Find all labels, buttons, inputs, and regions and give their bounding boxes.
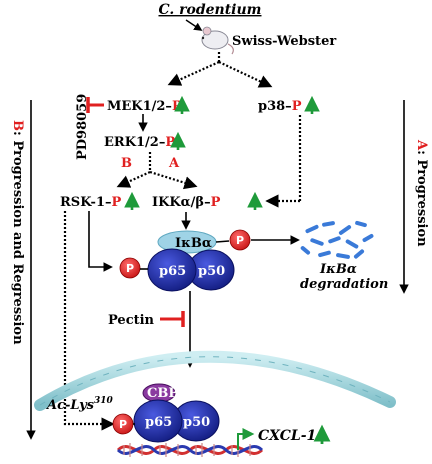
nuclear-membrane-pores <box>39 356 391 406</box>
ikba-p-link <box>215 240 230 243</box>
branch-a-label: A <box>168 156 180 171</box>
rsk-to-p65-arrow <box>88 211 113 272</box>
erk-to-ikk-arrow <box>149 170 198 190</box>
mouse-strain-label: Swiss-Webster <box>232 34 336 49</box>
p65-protein <box>147 248 197 292</box>
p38-label: p38–P <box>258 99 302 114</box>
cbp-label: CBP <box>147 386 178 401</box>
transcription-start-arrow <box>237 428 255 450</box>
nuclear-p50-label: p50 <box>183 415 210 430</box>
ikk-label: IKKα/β–P <box>152 195 221 210</box>
ac-lys-label: Ac-Lys310 <box>45 396 113 413</box>
erk-label: ERK1/2–P <box>104 135 175 150</box>
p-circle-p65 <box>119 257 141 279</box>
p-ikba-label: P <box>236 234 244 247</box>
erk-to-rsk-arrow <box>116 170 151 188</box>
ikba-degradation-fragments <box>300 220 374 259</box>
nuclear-p65-label: p65 <box>145 415 172 430</box>
organism-title: C. rodentium <box>158 2 261 18</box>
mouse-icon <box>201 26 234 55</box>
pectin-label: Pectin <box>108 313 155 328</box>
p65-label: p65 <box>159 264 186 279</box>
rsk-to-nucleus-arrow <box>63 211 115 431</box>
p50-label: p50 <box>198 264 225 279</box>
mouse-to-mek-arrow <box>167 60 220 86</box>
branch-b-label: B <box>121 156 132 171</box>
ikba-degradation-label-1: IκBα <box>319 262 357 277</box>
mek-label: MEK1/2–P <box>107 99 182 114</box>
p-nuclear-label: P <box>119 418 127 431</box>
dna-helix <box>116 443 264 457</box>
organism-to-mouse-arrow <box>185 19 203 31</box>
nuclear-p65-protein <box>133 399 183 443</box>
p-circle-ikba <box>229 229 251 251</box>
cxcl1-label: CXCL-1 <box>258 428 316 444</box>
mouse-to-p38-arrow <box>218 61 273 88</box>
ikba-degradation-label-2: degradation <box>300 277 388 292</box>
ikba-label: IκBα <box>175 236 212 251</box>
rsk-label: RSK-1–P <box>60 195 122 210</box>
side-label-a: A: Progression <box>414 139 429 247</box>
p-p65-label: P <box>126 262 134 275</box>
side-label-b: B: Progression and Regression <box>10 120 25 345</box>
